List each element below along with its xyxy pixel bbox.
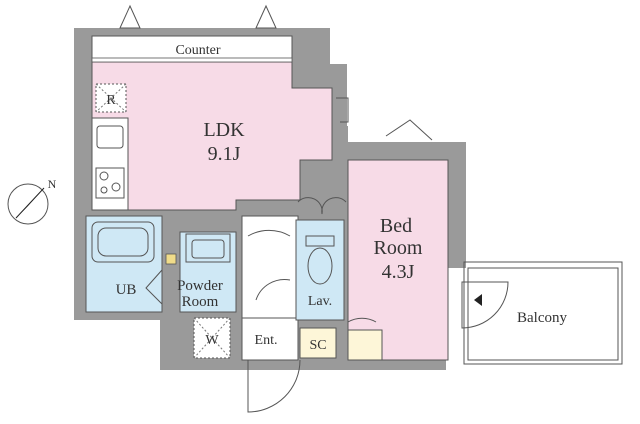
entrance — [241, 317, 299, 361]
toilet-tank-icon — [305, 235, 335, 247]
door-swings — [145, 97, 509, 413]
toilet-bowl-icon — [307, 247, 333, 285]
ldk-label: LDK — [203, 119, 245, 141]
window-vents — [119, 4, 277, 29]
closet — [347, 329, 383, 361]
powder-label-2: Room — [182, 294, 219, 310]
bed-size: 4.3J — [382, 261, 415, 283]
bed-room — [347, 159, 449, 361]
bathtub-icon — [91, 221, 155, 263]
bed-label-2: Room — [374, 237, 423, 259]
balcony-label: Balcony — [517, 310, 567, 326]
compass-label: N — [48, 177, 57, 191]
bed-label-1: Bed — [380, 215, 412, 237]
ub-label: UB — [116, 282, 137, 298]
door-arrow-icon — [474, 294, 482, 306]
compass-icon — [7, 183, 49, 225]
counter-label: Counter — [175, 43, 220, 58]
washer-label: W — [205, 333, 219, 348]
sink-icon — [96, 125, 124, 149]
lav-label: Lav. — [308, 294, 332, 309]
stove-icon — [95, 167, 125, 199]
fridge-label: R — [106, 93, 116, 108]
powder-label-1: Powder — [177, 278, 223, 294]
balcony — [467, 267, 619, 361]
ldk-room — [91, 61, 333, 211]
ent-label: Ent. — [255, 333, 278, 348]
shoe-closet — [299, 327, 337, 359]
ldk-size: 9.1J — [208, 143, 241, 165]
sc-label: SC — [309, 338, 326, 353]
fridge-space — [95, 83, 127, 113]
